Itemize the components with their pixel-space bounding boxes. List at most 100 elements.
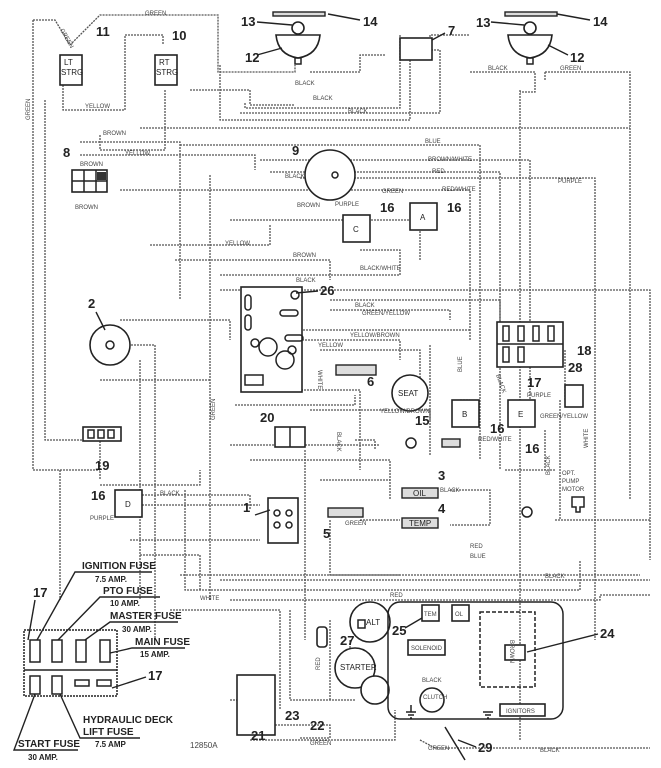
wire-label: BLUE: [425, 139, 441, 145]
ignition-switch: [304, 149, 356, 201]
wire-label: YELLOW: [125, 151, 150, 157]
callout-number: 10: [172, 28, 186, 43]
wire-label: GREEN: [382, 189, 403, 195]
callout-number: 3: [438, 468, 445, 483]
connector-8: [71, 169, 108, 193]
callout-number: 16: [91, 488, 105, 503]
wire-label: PURPLE: [558, 179, 582, 185]
callout-number: 16: [490, 421, 504, 436]
label: IGNITORS: [506, 709, 535, 715]
callout-number: 21: [251, 728, 265, 743]
wire-label: RED: [316, 657, 322, 670]
callout-number: 6: [367, 374, 374, 389]
ground-symbol: [483, 711, 493, 719]
wire-label: BLACK: [540, 748, 560, 754]
wire-label: WHITE: [584, 429, 590, 448]
callout-number: 24: [600, 626, 615, 641]
label: STRG: [61, 68, 83, 77]
wire-label: BLACK/WHITE: [360, 266, 401, 272]
fuse-legend: 17 17 IGNITION FUSE 7.5 AMP. PTO FUSE 10…: [12, 561, 218, 762]
wire-label: YELLOW/BROWN: [380, 409, 430, 415]
right-steering-switch: RT STRG: [154, 54, 178, 86]
wire-label: BLACK: [313, 96, 333, 102]
connector-1: [267, 497, 299, 544]
callout-number: 7: [448, 23, 455, 38]
callout-number: 8: [63, 145, 70, 160]
label: ALT: [366, 618, 380, 627]
callout-number: 27: [340, 633, 354, 648]
label: SEAT: [398, 389, 418, 398]
callout-number: 29: [478, 740, 492, 755]
callout-number: 11: [96, 24, 110, 39]
label: D: [125, 500, 131, 509]
relay-a: A: [409, 202, 438, 231]
callout-number: 15: [415, 413, 429, 428]
wire-label: BROWN: [103, 131, 126, 137]
engine-outline: [387, 601, 564, 720]
label: 15 AMP.: [140, 650, 170, 659]
wire-label: YELLOW/BROWN: [350, 333, 400, 339]
callout-number: 13: [476, 15, 490, 30]
svg-text:17: 17: [148, 668, 162, 683]
wire-label: BLACK: [348, 109, 368, 115]
label: 7.5 AMP.: [95, 575, 127, 584]
wire-label: BLACK: [295, 81, 315, 87]
label: HYDRAULIC DECK: [83, 715, 174, 726]
seat-switch: SEAT: [391, 374, 429, 412]
diagram-id: 12850A: [190, 741, 218, 750]
callout-number: 12: [570, 50, 584, 65]
component-27-fuse: [316, 626, 328, 648]
wire-label: BLACK: [355, 303, 375, 309]
module-26: [240, 286, 304, 393]
wire-label: WHITE: [316, 370, 322, 389]
optional-pump-motor: OPT. PUMP MOTOR: [562, 471, 585, 513]
wire-label: YELLOW: [318, 343, 343, 349]
component-19-connector: [82, 426, 122, 442]
label: A: [420, 213, 426, 222]
callout-number: 16: [380, 200, 394, 215]
callout-number: 17: [527, 375, 541, 390]
wire-label: BLACK: [335, 432, 341, 452]
starter: STARTER: [334, 647, 390, 705]
label: LT: [64, 58, 73, 67]
callout-number: 19: [95, 458, 109, 473]
wire-label: BROWN: [75, 205, 98, 211]
label: OIL: [413, 489, 426, 498]
wire-label: PURPLE: [335, 202, 359, 208]
wires: [32, 14, 651, 749]
ground-cable-29: [444, 726, 466, 761]
wire-label: PURPLE: [527, 393, 551, 399]
component-6-switch: [335, 364, 377, 376]
battery-21: [236, 674, 276, 736]
wire-label: GREEN: [26, 99, 32, 120]
wire-label: BLACK: [488, 66, 508, 72]
component-7-module: [399, 37, 433, 61]
component-24-coil: [504, 644, 526, 661]
wire-label: GREEN: [345, 521, 366, 527]
ring-terminal: [405, 437, 417, 449]
label: RT: [159, 58, 170, 67]
wire-label: PURPLE: [90, 516, 114, 522]
label: OL: [455, 612, 464, 618]
oil-light: OIL: [401, 487, 439, 499]
wire-label: RED: [390, 593, 403, 599]
callout-number: 1: [243, 500, 250, 515]
callout-number: 14: [593, 14, 608, 29]
label: 30 AMP.: [122, 625, 152, 634]
label: PUMP: [562, 479, 579, 485]
ignitors: IGNITORS: [499, 703, 546, 717]
component-2-gauge: [89, 324, 131, 366]
label: SOLENOID: [411, 646, 443, 652]
label: C: [353, 225, 359, 234]
callout-number: 13: [241, 14, 255, 29]
ring-terminal-2: [521, 506, 533, 518]
label: START FUSE: [18, 739, 80, 750]
wire-label: GREEN: [560, 66, 581, 72]
callout-number: 16: [447, 200, 461, 215]
callout-number: 4: [438, 501, 446, 516]
svg-text:17: 17: [33, 585, 47, 600]
wire-label: YELLOW: [225, 241, 250, 247]
fuse-block-17: [496, 321, 564, 368]
solenoid: SOLENOID: [407, 639, 446, 656]
relay-e: E: [507, 399, 536, 428]
